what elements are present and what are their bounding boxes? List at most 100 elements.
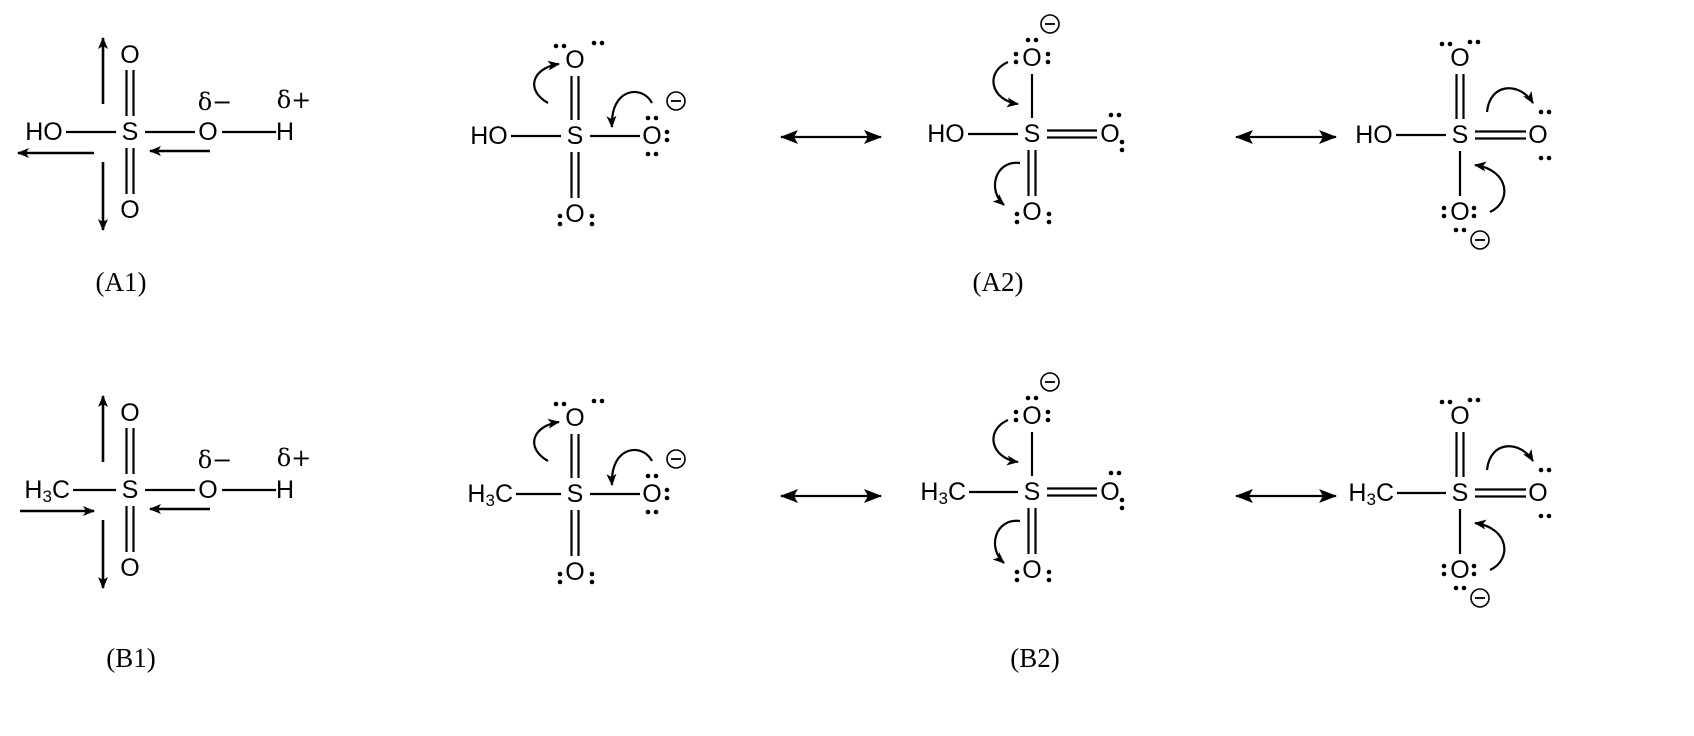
electron-dot: [1453, 585, 1459, 591]
b2-form2-double-bond-right: [1047, 487, 1097, 497]
a2-form1-oxygen-bottom: O: [565, 200, 584, 228]
b2-form2-lone-pair: [1045, 409, 1051, 423]
b2-form1-lone-pair: [664, 487, 670, 501]
a1-delta-negative: δ−: [198, 88, 233, 116]
electron-dot: [1439, 41, 1445, 47]
a2-form3-double-bond-right: [1475, 130, 1526, 140]
b2-form3-lone-pair: [1538, 513, 1552, 519]
methyl-hydrogen: H: [1348, 479, 1366, 507]
b2-form2-sulfur: S: [1024, 478, 1041, 506]
electron-dot: [1546, 513, 1552, 519]
electron-dot: [1119, 139, 1125, 145]
electron-dot: [645, 151, 651, 157]
electron-dot: [557, 213, 563, 219]
b2-form1-lone-pair: [591, 398, 605, 404]
electron-dot: [553, 401, 559, 407]
b2-form1-oxygen-bottom: O: [565, 558, 584, 586]
b2-form3-lone-pair: [1467, 397, 1481, 403]
electron-dot: [1447, 399, 1453, 405]
charge-circle: [1470, 230, 1490, 250]
electron-dot: [1116, 112, 1122, 118]
electron-dot: [599, 398, 605, 404]
a2-form2-lone-pair: [1108, 112, 1122, 118]
a2-form2-double-bond-right: [1047, 129, 1097, 139]
a2-form3-curly-arrow: [1485, 87, 1534, 113]
b2-form1-negative-charge-icon: [666, 449, 686, 469]
a2-form2-lone-pair: [1119, 139, 1125, 153]
b2-form1-oxygen-top: O: [565, 404, 584, 432]
a2-form3-oxygen-top: O: [1450, 44, 1469, 72]
electron-dot: [599, 40, 605, 46]
electron-dot: [1119, 497, 1125, 503]
b2-form2-double-bond-bottom: [1027, 508, 1037, 554]
b2-form3-oxygen-top: O: [1450, 402, 1469, 430]
b2-form3-oxygen-right: O: [1528, 479, 1547, 507]
electron-dot: [1046, 569, 1052, 575]
caption-b2: (B2): [1010, 643, 1060, 673]
b2-form1-lone-pair: [557, 571, 563, 585]
b2-form1-lone-pair: [553, 401, 567, 407]
a2-form1-oxygen-right: O: [642, 122, 661, 150]
methyl-carbon: C: [495, 480, 513, 508]
electron-dot: [1045, 59, 1051, 65]
b2-form2-lone-pair: [1119, 497, 1125, 511]
electron-dot: [1025, 395, 1031, 401]
charge-circle: [1040, 372, 1060, 392]
electron-dot: [591, 398, 597, 404]
a2-form2-double-bond-bottom: [1027, 150, 1037, 196]
b2-form1-lone-pair: [645, 473, 659, 479]
electron-dot: [1441, 571, 1447, 577]
electron-dot: [1439, 399, 1445, 405]
a2-form1-curly-arrow: [606, 90, 653, 128]
b2-form2-lone-pair: [1108, 470, 1122, 476]
electron-dot: [557, 579, 563, 585]
a2-form3-sulfur: S: [1452, 121, 1469, 149]
b1-sulfur: S: [122, 476, 139, 504]
electron-dot: [1013, 59, 1019, 65]
electron-dot: [1447, 41, 1453, 47]
a2-form2-lone-pair: [1014, 211, 1020, 225]
a2-form2-lone-pair: [1025, 37, 1039, 43]
b2-form3-lone-pair: [1471, 563, 1477, 577]
b2-form1-sulfur: S: [567, 480, 584, 508]
a2-form3-lone-pair: [1538, 109, 1552, 115]
electron-dot: [1025, 37, 1031, 43]
electron-dot: [653, 151, 659, 157]
a2-form2-oxygen-right: O: [1100, 120, 1119, 148]
electron-dot: [1538, 155, 1544, 161]
electron-dot: [1046, 211, 1052, 217]
electron-dot: [664, 137, 670, 143]
electron-dot: [589, 579, 595, 585]
b2-form1-methyl-label: H3C: [467, 480, 513, 510]
a2-form1-lone-pair: [645, 151, 659, 157]
b2-form3-sulfur: S: [1452, 479, 1469, 507]
a2-form3-curly-arrow: [1474, 161, 1506, 214]
b2-form3-lone-pair: [1453, 585, 1467, 591]
electron-dot: [1546, 155, 1552, 161]
a2-form1-lone-pair: [591, 40, 605, 46]
electron-dot: [557, 571, 563, 577]
caption-b1: (B1): [106, 643, 156, 673]
b2-form2-curly-arrow: [992, 418, 1019, 466]
methyl-hydrogen: H: [24, 476, 42, 504]
a2-form1-oxygen-top: O: [565, 46, 584, 74]
a2-form3-oxygen-right: O: [1528, 121, 1547, 149]
b2-form3-lone-pair: [1538, 467, 1552, 473]
b2-form2-lone-pair: [1025, 395, 1039, 401]
electron-dot: [1461, 227, 1467, 233]
methyl-subscript: 3: [42, 487, 51, 506]
methyl-carbon: C: [948, 478, 966, 506]
electron-dot: [1475, 39, 1481, 45]
b2-form1-lone-pair: [645, 509, 659, 515]
b2-form3-negative-charge-icon: [1470, 588, 1490, 608]
electron-dot: [1045, 51, 1051, 57]
electron-dot: [1013, 51, 1019, 57]
a2-form3-lone-pair: [1441, 205, 1447, 219]
electron-dot: [1119, 505, 1125, 511]
electron-dot: [1116, 470, 1122, 476]
charge-circle: [1470, 588, 1490, 608]
electron-dot: [1441, 213, 1447, 219]
a2-form1-lone-pair: [557, 213, 563, 227]
b1-hydrogen: H: [276, 476, 294, 504]
electron-dot: [561, 401, 567, 407]
